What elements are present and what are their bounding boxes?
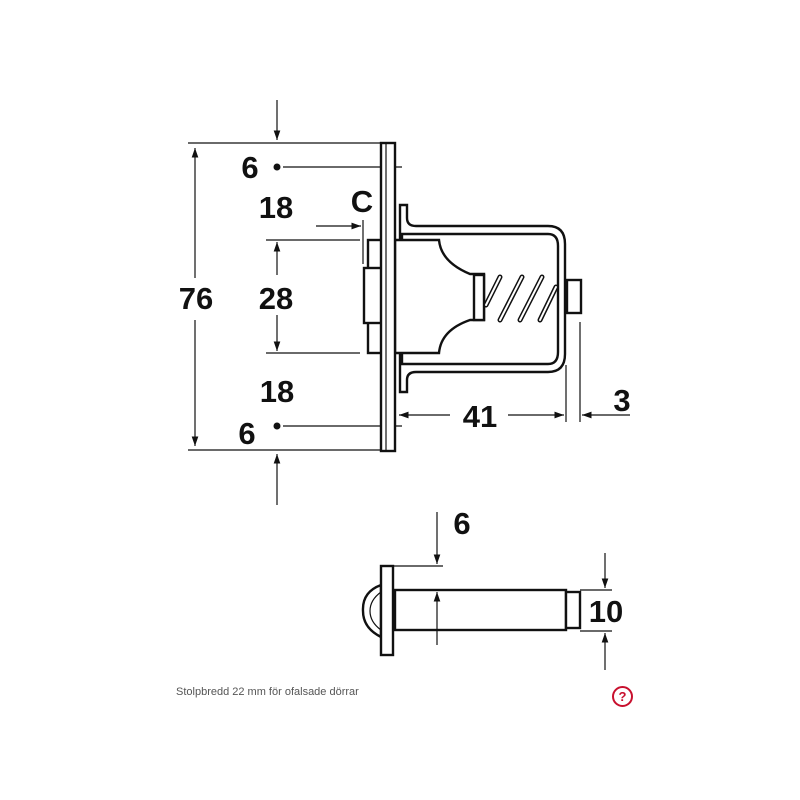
caption: Stolpbredd 22 mm för ofalsade dörrar xyxy=(176,686,359,698)
label-pin-6: 6 xyxy=(453,506,470,541)
latch-top-view xyxy=(362,141,583,453)
label-76: 76 xyxy=(179,281,213,316)
label-gap-top: 18 xyxy=(259,190,293,225)
label-c: C xyxy=(351,184,373,219)
pin-side-view: 6 10 xyxy=(361,506,623,670)
dimension-labels: 76 6 18 C 28 18 6 41 3 xyxy=(179,150,631,451)
help-button[interactable]: ? xyxy=(612,686,633,707)
label-41: 41 xyxy=(463,399,497,434)
label-edge-bottom: 6 xyxy=(238,416,255,451)
label-edge-top: 6 xyxy=(241,150,258,185)
label-28: 28 xyxy=(259,281,293,316)
label-3: 3 xyxy=(613,383,630,418)
label-pin-10: 10 xyxy=(589,594,623,629)
label-gap-bottom: 18 xyxy=(260,374,294,409)
